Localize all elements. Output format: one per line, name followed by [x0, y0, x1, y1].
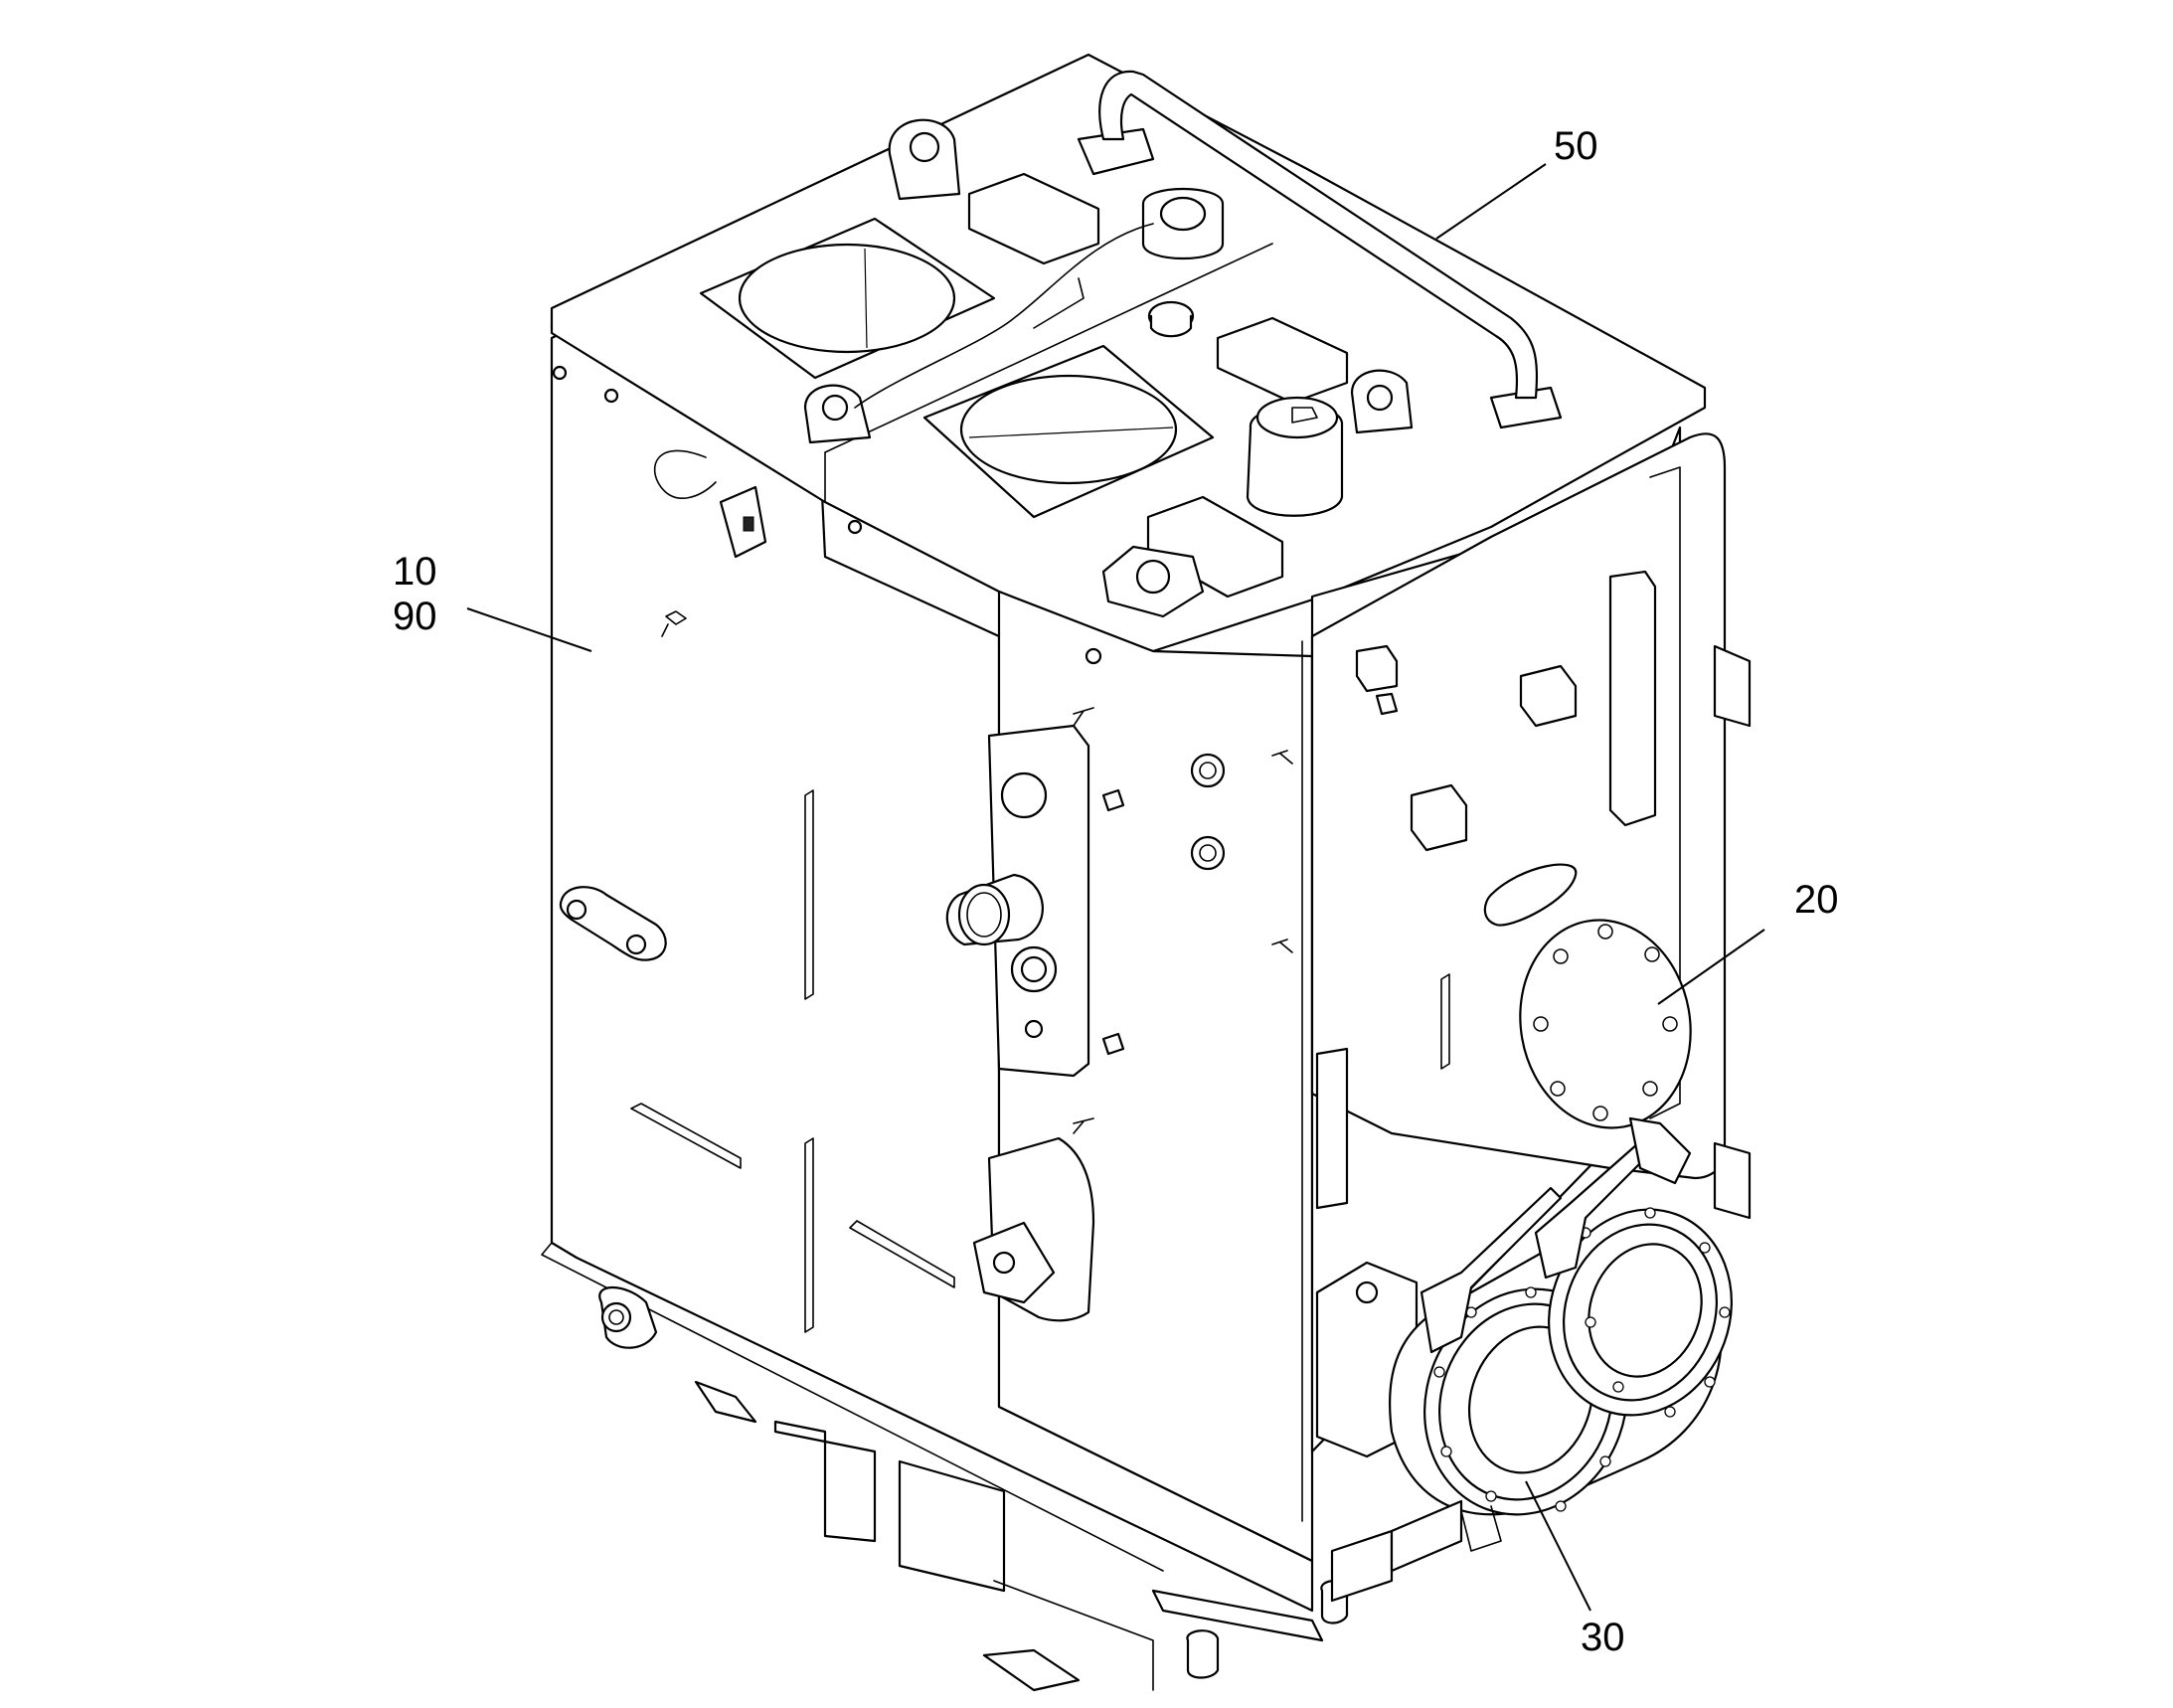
tank-bottom	[598, 1285, 1463, 1692]
leader-50	[1435, 163, 1547, 240]
leader-20	[1657, 929, 1765, 1005]
leader-10	[466, 607, 592, 652]
callout-10: 10	[393, 550, 437, 594]
leader-lines	[466, 163, 1765, 1612]
handle-50	[1098, 70, 1539, 400]
leader-30	[1525, 1480, 1591, 1612]
port-assembly-30	[1389, 1116, 1733, 1552]
tank-end-face	[1310, 426, 1752, 1458]
callout-90: 90	[393, 595, 437, 638]
tank-left-face	[541, 331, 1314, 1613]
tank-top-surface	[550, 53, 1707, 653]
tank-right-face	[945, 590, 1314, 1563]
callout-20: 20	[1794, 878, 1839, 922]
callout-30: 30	[1581, 1616, 1625, 1659]
callout-50: 50	[1554, 124, 1598, 168]
